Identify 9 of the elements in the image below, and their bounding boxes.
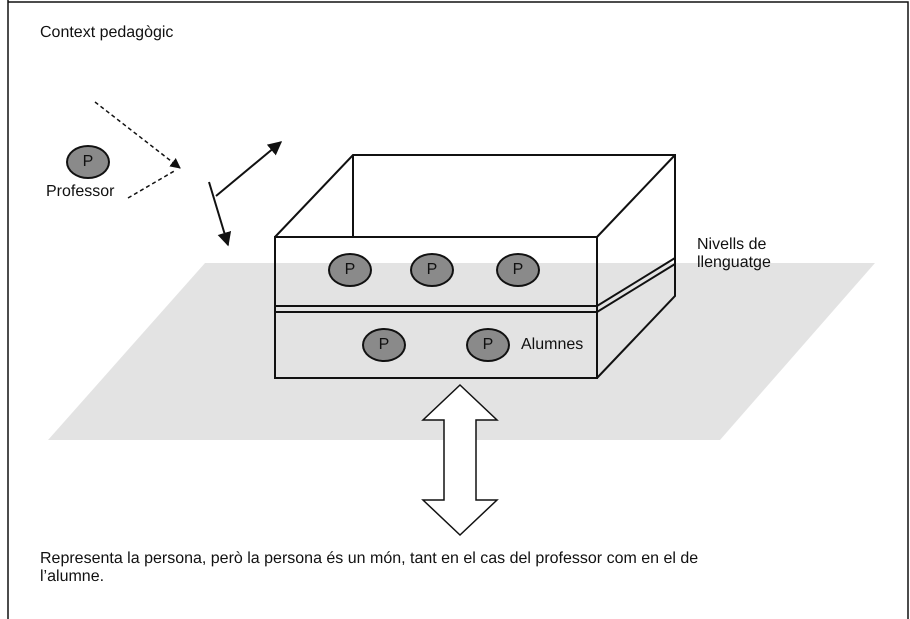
person-ellipse: P — [66, 145, 110, 179]
person-ellipse: P — [496, 253, 540, 287]
group-label: Alumnes — [521, 336, 584, 354]
person-ellipse: P — [328, 253, 372, 287]
title: Context pedagògic — [40, 24, 174, 42]
person-ellipse: P — [410, 253, 454, 287]
node-caption: Professor — [46, 183, 114, 201]
caption: Representa la persona, però la persona és un món, tant en el cas del professor com en el de l’alumne. — [40, 550, 700, 586]
level-label: Nivells de llenguatge — [697, 236, 772, 272]
